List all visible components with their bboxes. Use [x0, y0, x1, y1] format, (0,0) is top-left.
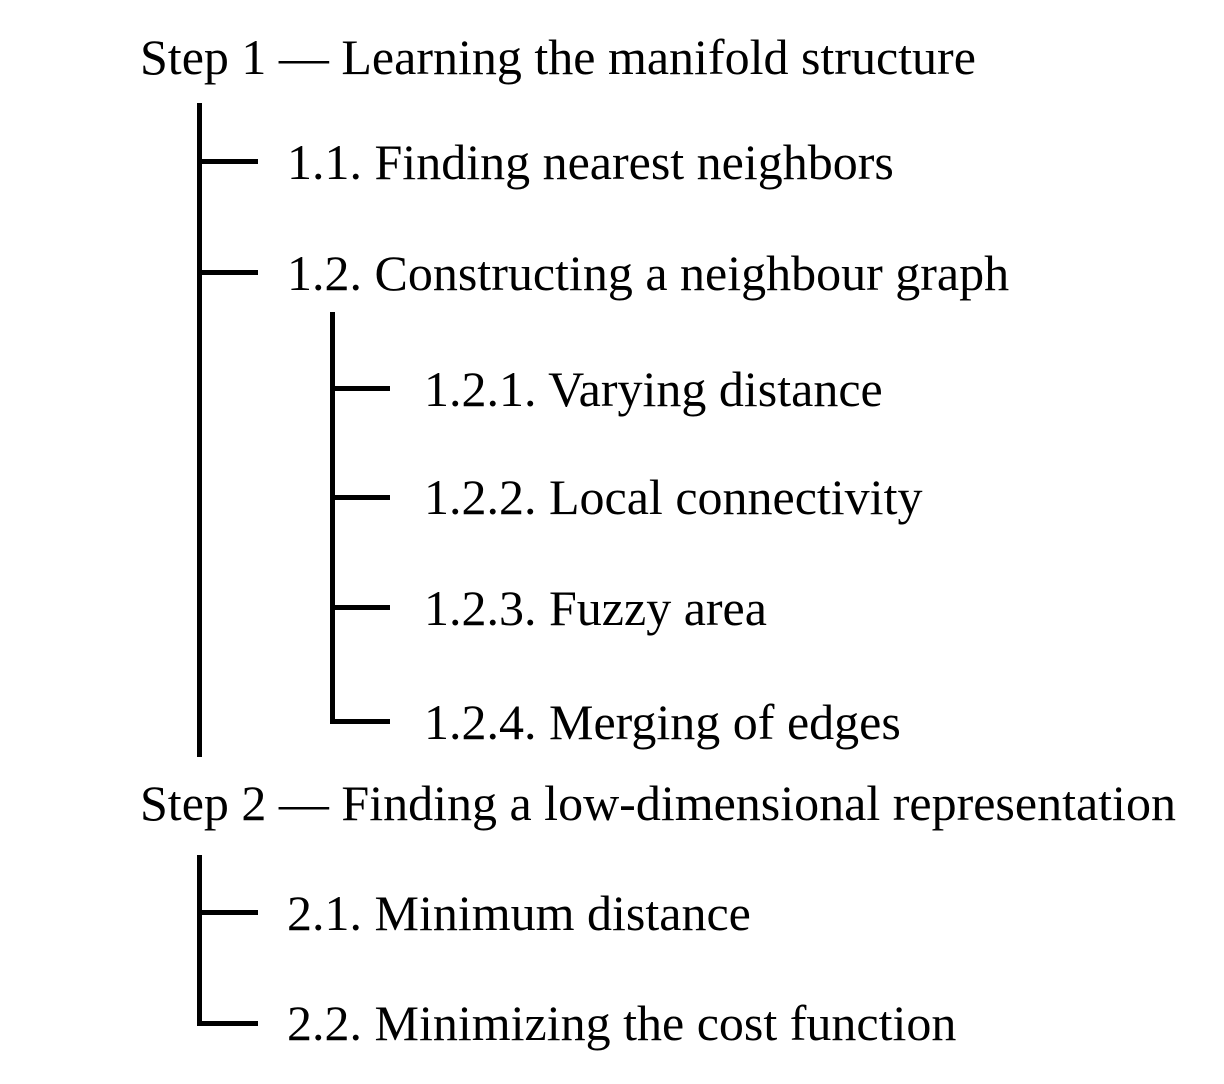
step-2-trunk-line — [197, 855, 202, 1026]
item-1-2-4-tick-line — [330, 719, 390, 724]
item-1-2-3-tick-line — [330, 605, 390, 610]
item-2-1-tick-line — [197, 910, 258, 915]
item-1-2-trunk-line — [330, 312, 335, 724]
item-2-2-tick-line — [197, 1021, 258, 1026]
item-1-1-tick-line — [197, 159, 258, 164]
step-1-title: Step 1 — Learning the manifold structure — [140, 29, 976, 85]
item-1-2-1: 1.2.1. Varying distance — [424, 361, 883, 417]
item-1-2-3: 1.2.3. Fuzzy area — [424, 580, 767, 636]
step-1-trunk-line — [197, 103, 202, 757]
step-2-title: Step 2 — Finding a low-dimensional repre… — [140, 775, 1176, 831]
item-1-2-tick-line — [197, 270, 258, 275]
item-2-2: 2.2. Minimizing the cost function — [287, 995, 957, 1051]
item-1-2-2-tick-line — [330, 495, 390, 500]
item-1-2-2: 1.2.2. Local connectivity — [424, 469, 923, 525]
item-2-1: 2.1. Minimum distance — [287, 885, 751, 941]
item-1-2-4: 1.2.4. Merging of edges — [424, 694, 901, 750]
item-1-2-1-tick-line — [330, 386, 390, 391]
item-1-1: 1.1. Finding nearest neighbors — [287, 134, 894, 190]
item-1-2: 1.2. Constructing a neighbour graph — [287, 245, 1010, 301]
